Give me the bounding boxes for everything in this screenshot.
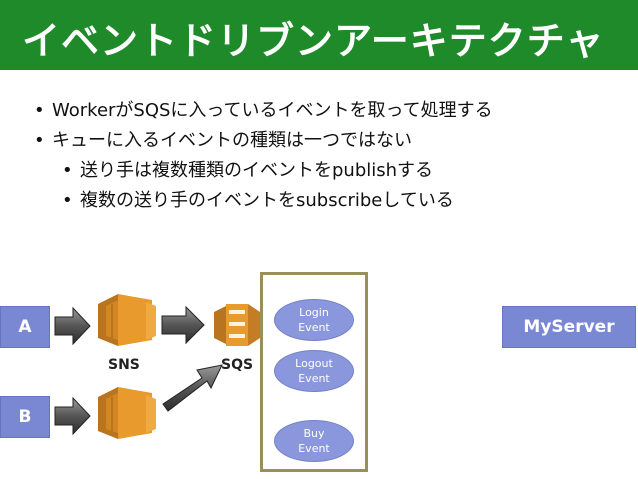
title-bar: イベントドリブンアーキテクチャ [0, 0, 638, 70]
event-label: Event [298, 442, 330, 455]
event-label: Event [298, 372, 330, 385]
sns-icon [98, 387, 156, 439]
event-label: Event [298, 321, 330, 334]
event-label: Login [299, 306, 329, 319]
bullet-list: WorkerがSQSに入っているイベントを取って処理する キューに入るイベントの… [30, 96, 618, 216]
node-b: B [0, 396, 50, 438]
sub-bullet-item: 複数の送り手のイベントをsubscribeしている [30, 186, 618, 216]
bullet-item: WorkerがSQSに入っているイベントを取って処理する [30, 96, 618, 126]
sub-bullet-item: 送り手は複数種類のイベントをpublishする [30, 156, 618, 186]
event-label: Logout [295, 357, 333, 370]
sqs-label: SQS [221, 357, 254, 373]
arrow-b-to-sns [54, 396, 91, 436]
arrow-a-to-sns [54, 306, 91, 346]
arrow-sns-to-sqs [161, 305, 205, 345]
node-a: A [0, 306, 50, 348]
sns-icon [98, 294, 156, 346]
sqs-icon [214, 304, 260, 346]
slide-title: イベントドリブンアーキテクチャ [22, 19, 605, 63]
event-label: Buy [303, 427, 325, 440]
sns-label: SNS [108, 357, 140, 373]
bullet-item: キューに入るイベントの種類は一つではない [30, 126, 618, 156]
myserver-node: MyServer [502, 306, 636, 348]
arrow-sns2-to-sqs [162, 364, 223, 412]
